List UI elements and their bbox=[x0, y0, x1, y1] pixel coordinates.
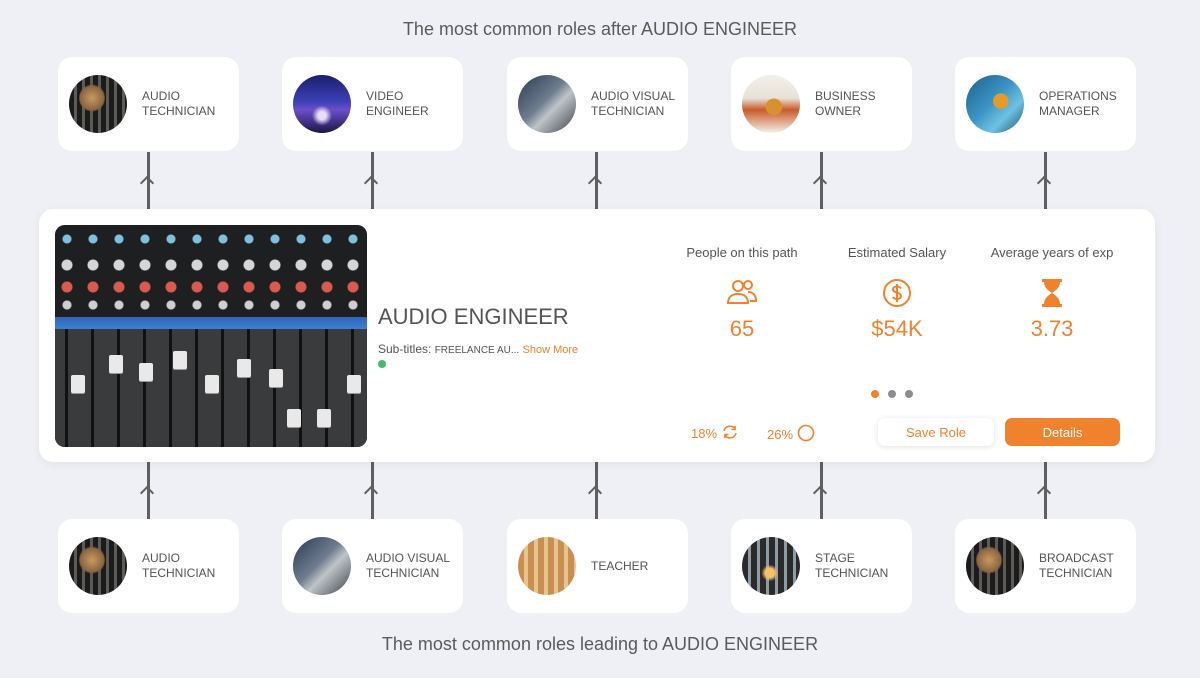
refresh-icon bbox=[721, 424, 739, 443]
next-roles-heading: The most common roles after AUDIO ENGINE… bbox=[402, 19, 798, 39]
stat-label: People on this path bbox=[686, 245, 798, 260]
connector-arrow bbox=[363, 462, 379, 519]
previous-roles-heading: The most common roles leading to AUDIO E… bbox=[381, 634, 819, 654]
metric-value: 26% bbox=[767, 427, 794, 442]
stat-experience: Average years of exp 3.73 bbox=[985, 245, 1119, 342]
connector-arrow bbox=[587, 152, 603, 209]
hourglass-icon bbox=[985, 278, 1119, 308]
metric-value: 18% bbox=[691, 426, 718, 441]
role-label: AUDIO VISUAL TECHNICIAN bbox=[366, 551, 450, 580]
connector-arrow bbox=[139, 152, 155, 209]
role-avatar bbox=[742, 75, 800, 133]
connector-arrow bbox=[587, 462, 603, 519]
subtitle-value: FREELANCE AU... bbox=[434, 345, 520, 356]
role-card-audio-visual-technician[interactable]: AUDIO VISUAL TECHNICIAN bbox=[507, 57, 688, 151]
stat-value: 3.73 bbox=[1030, 316, 1074, 341]
stat-salary: Estimated Salary $54K bbox=[839, 245, 955, 342]
save-role-button[interactable]: Save Role bbox=[878, 418, 994, 446]
role-subtitles: Sub-titles: FREELANCE AU... Show More bbox=[378, 342, 578, 356]
connector-arrow bbox=[1036, 462, 1052, 519]
role-label: OPERATIONS MANAGER bbox=[1039, 89, 1117, 118]
connector-arrow bbox=[812, 152, 828, 209]
stat-label: Estimated Salary bbox=[847, 245, 947, 260]
role-avatar bbox=[742, 537, 800, 595]
metric-refresh: 18% bbox=[691, 424, 739, 443]
role-card-operations-manager[interactable]: OPERATIONS MANAGER bbox=[955, 57, 1136, 151]
pager-dot-1[interactable] bbox=[871, 390, 879, 398]
role-label: BROADCAST TECHNICIAN bbox=[1039, 551, 1114, 580]
role-avatar bbox=[293, 75, 351, 133]
stat-value: 65 bbox=[729, 316, 755, 341]
role-label: AUDIO VISUAL TECHNICIAN bbox=[591, 89, 675, 118]
role-card-audio-visual-technician[interactable]: AUDIO VISUAL TECHNICIAN bbox=[282, 519, 463, 613]
role-label: AUDIO TECHNICIAN bbox=[142, 89, 216, 118]
pager-dot-3[interactable] bbox=[905, 390, 913, 398]
role-label: BUSINESS OWNER bbox=[815, 89, 876, 118]
role-card-business-owner[interactable]: BUSINESS OWNER bbox=[731, 57, 912, 151]
stat-label: Average years of exp bbox=[990, 245, 1114, 260]
connector-arrow bbox=[363, 152, 379, 209]
role-avatar bbox=[966, 75, 1024, 133]
role-avatar bbox=[69, 537, 127, 595]
role-avatar bbox=[293, 537, 351, 595]
connector-arrow bbox=[1036, 152, 1052, 209]
role-label: VIDEO ENGINEER bbox=[366, 89, 429, 118]
role-card-teacher[interactable]: TEACHER bbox=[507, 519, 688, 613]
role-card-audio-technician[interactable]: AUDIO TECHNICIAN bbox=[58, 519, 239, 613]
dollar-circle-icon bbox=[839, 278, 955, 308]
role-card-stage-technician[interactable]: STAGE TECHNICIAN bbox=[731, 519, 912, 613]
status-dot bbox=[378, 360, 386, 368]
stat-value: $54K bbox=[871, 316, 923, 341]
role-label: STAGE TECHNICIAN bbox=[815, 551, 889, 580]
show-more-link[interactable]: Show More bbox=[522, 344, 579, 356]
metric-circle: 26% bbox=[767, 424, 815, 445]
stat-people: People on this path 65 bbox=[681, 245, 803, 342]
pager-dot-2[interactable] bbox=[888, 390, 896, 398]
circle-icon bbox=[797, 424, 815, 445]
connector-arrow bbox=[812, 462, 828, 519]
connector-arrow bbox=[139, 462, 155, 519]
role-hero-image bbox=[55, 225, 367, 447]
current-role-card: AUDIO ENGINEER Sub-titles: FREELANCE AU.… bbox=[39, 209, 1155, 462]
subtitle-label: Sub-titles: bbox=[378, 342, 432, 356]
role-title: AUDIO ENGINEER bbox=[378, 304, 569, 329]
role-card-video-engineer[interactable]: VIDEO ENGINEER bbox=[282, 57, 463, 151]
role-label: AUDIO TECHNICIAN bbox=[142, 551, 216, 580]
role-avatar bbox=[518, 75, 576, 133]
people-icon bbox=[681, 278, 803, 308]
role-avatar bbox=[69, 75, 127, 133]
carousel-pager bbox=[871, 390, 913, 398]
role-avatar bbox=[518, 537, 576, 595]
role-avatar bbox=[966, 537, 1024, 595]
role-card-broadcast-technician[interactable]: BROADCAST TECHNICIAN bbox=[955, 519, 1136, 613]
details-button[interactable]: Details bbox=[1005, 418, 1120, 446]
role-label: TEACHER bbox=[591, 558, 649, 573]
role-card-audio-technician[interactable]: AUDIO TECHNICIAN bbox=[58, 57, 239, 151]
